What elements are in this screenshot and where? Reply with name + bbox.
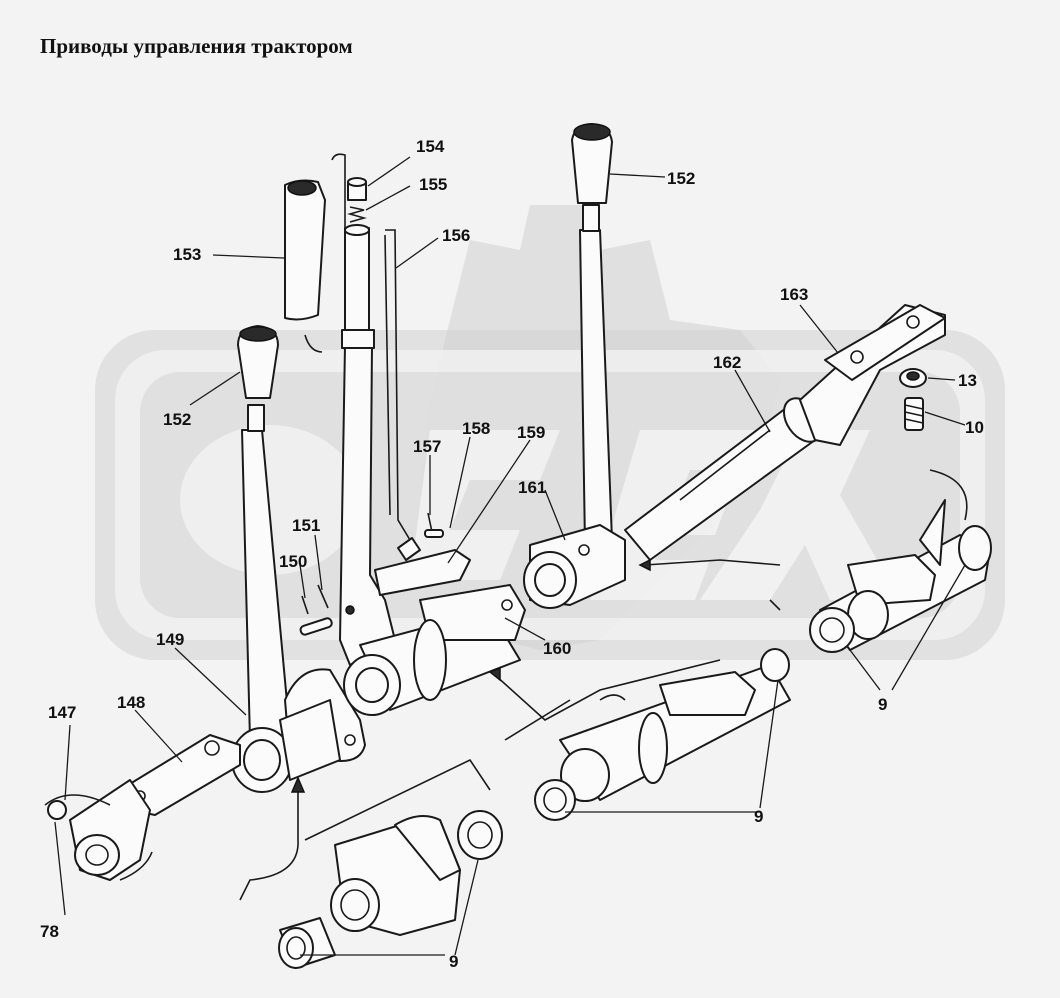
bracket-159 bbox=[374, 537, 471, 596]
hub-161 bbox=[523, 524, 626, 609]
callout-9-right: 9 bbox=[878, 695, 887, 714]
part-154 bbox=[347, 177, 367, 201]
callout-78: 78 bbox=[40, 922, 59, 941]
callout-149: 149 bbox=[156, 630, 184, 649]
handle-153 bbox=[284, 153, 346, 353]
callout-158: 158 bbox=[462, 419, 490, 438]
pin-150 bbox=[299, 617, 333, 636]
spring-155 bbox=[347, 206, 367, 223]
callout-10: 10 bbox=[965, 418, 984, 437]
callout-162: 162 bbox=[713, 353, 741, 372]
callout-151: 151 bbox=[292, 516, 320, 535]
lever-149 bbox=[231, 404, 293, 793]
callout-159: 159 bbox=[517, 423, 545, 442]
callout-147: 147 bbox=[48, 703, 76, 722]
callout-9-bottom: 9 bbox=[449, 952, 458, 971]
callout-148: 148 bbox=[117, 693, 145, 712]
shaft-lower-right bbox=[809, 499, 992, 653]
callout-13: 13 bbox=[958, 371, 977, 390]
shaft-lower-center bbox=[534, 648, 791, 821]
callout-9-center: 9 bbox=[754, 807, 763, 826]
callouts: 154 155 156 153 152 152 163 162 13 10 15… bbox=[40, 137, 984, 971]
lever-156 bbox=[339, 224, 411, 666]
leader-lines bbox=[54, 156, 966, 956]
shaft-160 bbox=[343, 584, 526, 716]
callout-155: 155 bbox=[419, 175, 447, 194]
callout-156: 156 bbox=[442, 226, 470, 245]
callout-154: 154 bbox=[416, 137, 445, 156]
callout-152-left: 152 bbox=[163, 410, 191, 429]
callout-152-right: 152 bbox=[667, 169, 695, 188]
hub-lower-left bbox=[278, 810, 503, 969]
assembly-arrows bbox=[239, 469, 968, 901]
bolt-10 bbox=[904, 397, 924, 431]
pins-157-158 bbox=[424, 512, 444, 538]
fork-147 bbox=[44, 779, 153, 881]
callout-163: 163 bbox=[780, 285, 808, 304]
callout-150: 150 bbox=[279, 552, 307, 571]
arm-163 bbox=[799, 304, 946, 446]
lever-152-right bbox=[571, 123, 613, 546]
nut-13 bbox=[899, 368, 927, 388]
sector-plate bbox=[279, 668, 366, 781]
knob-152-left bbox=[237, 325, 279, 399]
page-title: Приводы управления трактором bbox=[40, 34, 353, 58]
callout-160: 160 bbox=[543, 639, 571, 658]
callout-161: 161 bbox=[518, 478, 546, 497]
pin-151 bbox=[301, 584, 329, 615]
callout-153: 153 bbox=[173, 245, 201, 264]
callout-157: 157 bbox=[413, 437, 441, 456]
